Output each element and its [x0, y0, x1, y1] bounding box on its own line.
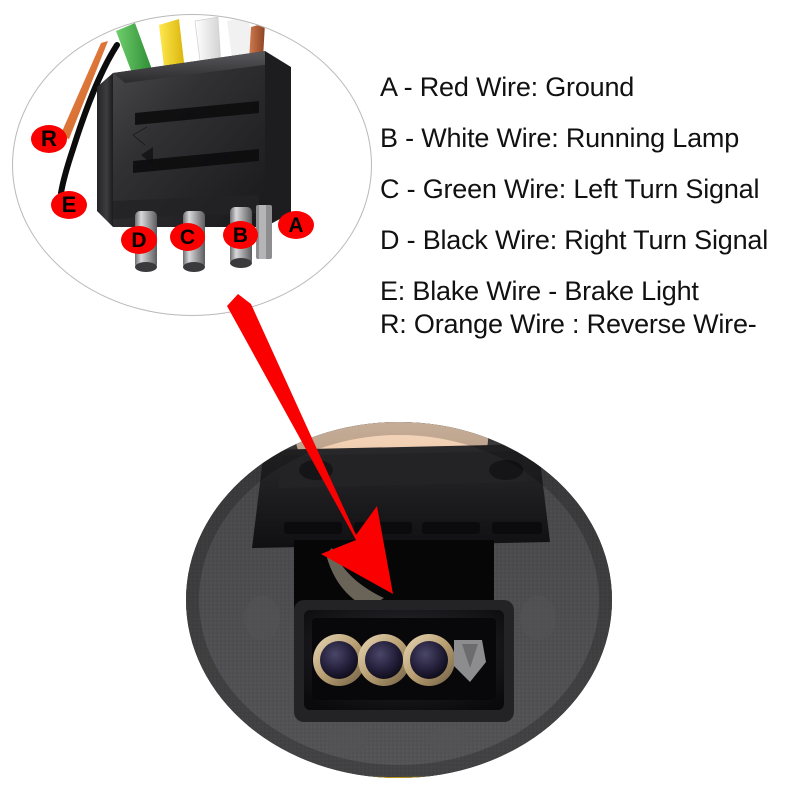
badge-e: E — [51, 191, 87, 219]
connector-right-face — [265, 51, 291, 227]
panel-boss — [520, 596, 556, 640]
badge-d-label: D — [131, 228, 147, 252]
molded-arrow-mark — [141, 147, 153, 165]
badge-b-label: B — [232, 223, 249, 247]
socket-pin-holes — [313, 634, 486, 686]
badge-c: C — [170, 223, 205, 251]
green-wire — [116, 23, 154, 81]
badge-b: B — [223, 221, 258, 249]
socket-hole-3 — [410, 641, 448, 679]
yellow-accent-strip — [266, 770, 532, 778]
legend-item-c: C - Green Wire: Left Turn Signal — [380, 174, 760, 204]
white-wire-2 — [227, 17, 253, 65]
connector-left-collar — [97, 73, 113, 227]
panel-boss — [328, 726, 368, 754]
connector-body — [113, 51, 279, 227]
connector-top-bevel — [113, 51, 279, 83]
badge-e-label: E — [61, 192, 77, 217]
badge-a: A — [278, 211, 314, 239]
connector-groove-lower — [133, 149, 259, 173]
yellow-wire — [159, 19, 185, 75]
panel-boss — [244, 596, 280, 640]
lid-screw-right — [489, 460, 523, 480]
lid-vent — [354, 522, 412, 534]
legend-item-r: R: Orange Wire : Reverse Wire- — [380, 309, 757, 339]
brown-wire — [249, 23, 265, 61]
lid-vent — [284, 522, 342, 534]
legend-item-d: D - Black Wire: Right Turn Signal — [380, 225, 769, 255]
badge-c-label: C — [179, 225, 196, 249]
socket-hole-2 — [365, 641, 403, 679]
connector-diagram-circle: R E D C B A — [12, 14, 372, 316]
badge-a-label: A — [288, 213, 304, 237]
orange-wire — [60, 41, 108, 139]
legend-item-e: E: Blake Wire - Brake Light — [380, 276, 699, 306]
badge-d: D — [121, 226, 157, 254]
wire-legend: A - Red Wire: Ground B - White Wire: Run… — [380, 72, 796, 340]
badge-r: R — [31, 125, 67, 153]
connector-groove-upper — [135, 101, 259, 125]
vehicle-socket-photo — [186, 422, 612, 778]
mold-scratch — [132, 126, 148, 146]
legend-item-a: A - Red Wire: Ground — [380, 72, 635, 102]
legend-item-b: B - White Wire: Running Lamp — [380, 123, 740, 153]
panel-boss — [428, 726, 468, 754]
black-wire — [58, 42, 120, 196]
lid-vent — [422, 522, 480, 534]
badge-r-label: R — [41, 126, 57, 151]
lid-vent — [492, 522, 542, 534]
socket-illustration — [186, 422, 612, 778]
lid-screw-left — [299, 460, 333, 480]
socket-hole-1 — [320, 641, 358, 679]
connector-illustration — [58, 16, 291, 272]
